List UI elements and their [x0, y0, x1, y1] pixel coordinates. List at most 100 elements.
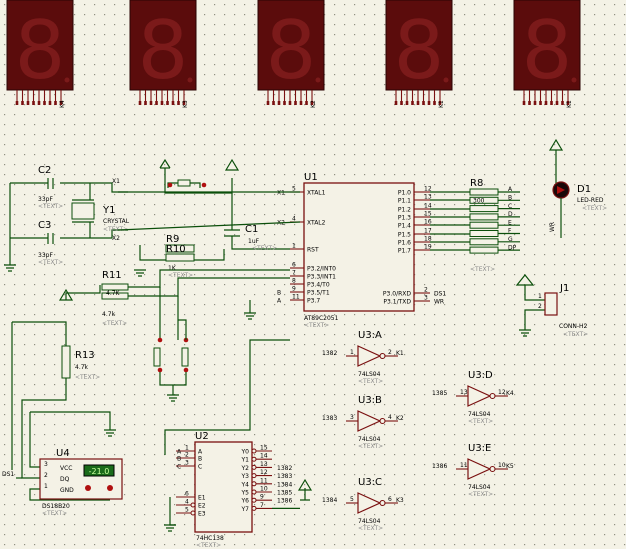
c2-text-placeholder: <TEXT> — [38, 203, 63, 210]
pushbutton-1[interactable] — [153, 347, 161, 367]
reset-circuit: C1 1uF <TEXT> R9 R10 1K <TEXT> — [134, 158, 290, 279]
inverter-out-net: K1 — [396, 350, 404, 357]
mcu-pin-name: P3.5/T1 — [307, 290, 330, 297]
display-pin-end — [21, 101, 24, 105]
decoder-pin-net: A — [177, 449, 182, 456]
j1-body[interactable] — [544, 292, 558, 316]
decoder-body[interactable] — [194, 441, 253, 533]
mcu-pin-net: X1 — [277, 190, 285, 197]
connector-j1[interactable]: 1 2 J1 CONN-H2 <TEXT> — [515, 274, 588, 338]
seven-segment-display-1[interactable]: 8K4 — [6, 0, 74, 108]
decoder-output-bubble — [251, 481, 257, 487]
seven-segment-display-5[interactable]: 8K1 — [513, 0, 581, 108]
r8-net-label: G — [508, 236, 513, 243]
mcu-pin-number: 16 — [424, 219, 432, 226]
inverter-in-net: 1384 — [322, 497, 337, 504]
display-pin-end — [555, 101, 559, 105]
resistor-r13[interactable] — [61, 345, 71, 379]
seven-segment-display-3[interactable]: 8K2 — [257, 0, 325, 108]
r8-resistor — [469, 246, 499, 254]
display-common-label: K4 — [59, 100, 66, 108]
display-pin-end — [48, 101, 52, 105]
inverter-in-pin: 3 — [350, 414, 354, 421]
decoder-output-bubble — [251, 473, 257, 479]
display-pin-end — [427, 101, 431, 105]
resistor-r10[interactable] — [165, 253, 195, 262]
j1-text-placeholder: <TEXT> — [563, 331, 588, 338]
decoder-pin-name: E2 — [198, 503, 206, 510]
inverter-ref: U3:C — [358, 477, 382, 488]
ds18b20-text-placeholder: <TEXT> — [42, 510, 67, 517]
mcu-pin-name: P3.1/TXD — [383, 299, 411, 306]
pushbutton-2[interactable] — [181, 347, 189, 367]
inverter-out-net: K3 — [396, 497, 404, 504]
decoder-output-bubble — [251, 505, 257, 511]
mcu-pin-number: 6 — [292, 262, 296, 269]
ds18b20-pin-2: 2 — [44, 472, 48, 479]
crystal-y1[interactable] — [71, 202, 95, 220]
r11-value: 4.7K — [106, 290, 121, 297]
display-pin-end — [422, 101, 425, 105]
mcu-pin-number: 8 — [292, 278, 296, 285]
mcu-pin-number: 14 — [424, 203, 432, 210]
display-pin-end — [272, 101, 275, 105]
seven-segment-display-4[interactable]: 8K1 — [385, 0, 453, 108]
led-d1[interactable]: D1 LED-RED <TEXT> WR — [548, 138, 607, 238]
mcu-body[interactable] — [303, 182, 415, 312]
decoder-pin-number: 1 — [185, 445, 189, 452]
display-dp — [187, 77, 193, 83]
ds18b20-increment-button[interactable] — [107, 485, 113, 491]
mcu-pin-number: 4 — [292, 216, 296, 223]
display-pin-end — [394, 101, 398, 105]
j1-pin-2: 2 — [538, 303, 542, 310]
seven-segment-display-2[interactable]: 8K3 — [129, 0, 197, 108]
display-pin-end — [32, 101, 35, 105]
display-pin-end — [544, 101, 548, 105]
r11-ref: R11 — [102, 270, 122, 281]
display-pin-end — [405, 101, 409, 105]
reset-button[interactable] — [177, 179, 191, 187]
display-common-label: K3 — [182, 100, 189, 108]
display-pin-end — [283, 101, 286, 105]
display-digit-glyph: 8 — [266, 4, 317, 97]
decoder-text-placeholder: <TEXT> — [196, 542, 221, 549]
decoder-pin-name: A — [198, 449, 203, 456]
display-pin-end — [43, 101, 46, 105]
inverter-in-pin: 11 — [460, 462, 468, 469]
mcu-at89c2051[interactable]: U1 AT89C2051 <TEXT> XTAL15X1XTAL24X2RST1… — [277, 172, 470, 329]
mcu-pin-net: WR — [434, 299, 444, 306]
ds18b20-decrement-button[interactable] — [85, 485, 91, 491]
display-pin-end — [550, 101, 553, 105]
decoder-pin-net: 1385 — [277, 490, 292, 497]
inverter-out-pin: 4 — [388, 414, 392, 421]
x2-net-label: X2 — [112, 235, 120, 242]
decoder-pin-number: 4 — [185, 499, 189, 506]
mcu-pin-name: P1.1 — [398, 198, 411, 205]
c1-ref: C1 — [245, 224, 258, 235]
r8-net-label: DP — [508, 244, 517, 251]
ds18b20-pin-vcc: VCC — [60, 465, 72, 472]
decoder-pin-name: Y1 — [241, 457, 250, 464]
mcu-pin-name: P1.3 — [398, 215, 411, 222]
resistor-r9[interactable] — [165, 244, 195, 253]
inverter-bubble — [379, 417, 386, 425]
display-pin-end — [277, 101, 281, 105]
decoder-pin-name: E3 — [198, 511, 206, 518]
inverter-text-placeholder: <TEXT> — [468, 491, 493, 498]
ds18b20-pin-3: 3 — [44, 461, 48, 468]
inverter-text-placeholder: <TEXT> — [468, 418, 493, 425]
c3-text-placeholder: <TEXT> — [38, 259, 63, 266]
r8-resistor — [469, 221, 499, 229]
display-pin-end — [160, 101, 164, 105]
mcu-pin-name: P1.2 — [398, 207, 411, 214]
mcu-pin-name: P1.4 — [398, 223, 411, 230]
decoder-active-low-bubble — [190, 502, 196, 508]
